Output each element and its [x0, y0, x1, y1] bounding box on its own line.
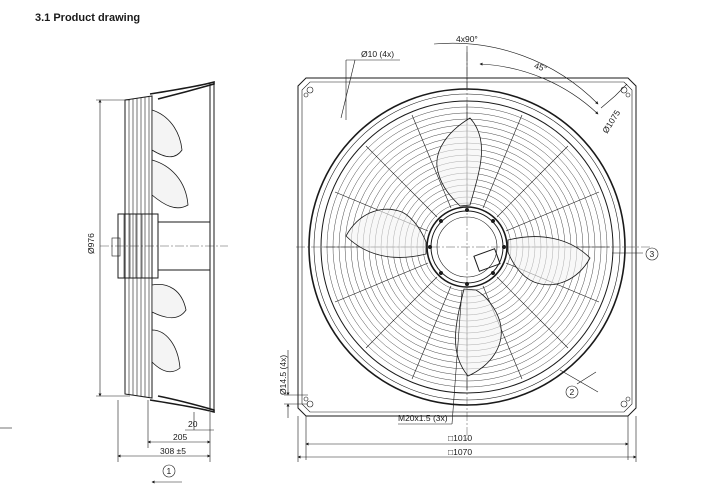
svg-text:3: 3	[650, 249, 655, 259]
label-thread: M20x1.5 (3x)	[398, 413, 448, 423]
view-marker-1: 1	[162, 464, 176, 478]
side-view	[0, 80, 228, 484]
label-angle-45: 45°	[533, 60, 548, 73]
svg-text:2: 2	[570, 387, 575, 397]
side-guard-rings	[128, 97, 150, 397]
label-dim-308: 308 ±5	[160, 446, 186, 456]
section-title: 3.1 Product drawing	[35, 12, 141, 24]
label-dim-20: 20	[188, 419, 198, 429]
label-square-1070: □1070	[448, 447, 472, 457]
label-angle-4x90: 4x90°	[456, 34, 478, 44]
front-view	[284, 42, 650, 462]
corner-holes	[303, 86, 631, 408]
hub-bolts	[428, 208, 506, 286]
label-side-holes: Ø14.5 (4x)	[278, 355, 288, 395]
marker-3: 3	[645, 247, 659, 261]
label-diameter-side: Ø976	[86, 233, 96, 254]
label-square-1010: □1010	[448, 433, 472, 443]
label-holes: Ø10 (4x)	[361, 49, 394, 59]
svg-text:1: 1	[167, 466, 172, 476]
fan-blades	[345, 117, 591, 377]
label-diameter-1075: Ø1075	[600, 108, 622, 135]
label-dim-205: 205	[173, 432, 187, 442]
marker-2: 2	[565, 385, 579, 399]
